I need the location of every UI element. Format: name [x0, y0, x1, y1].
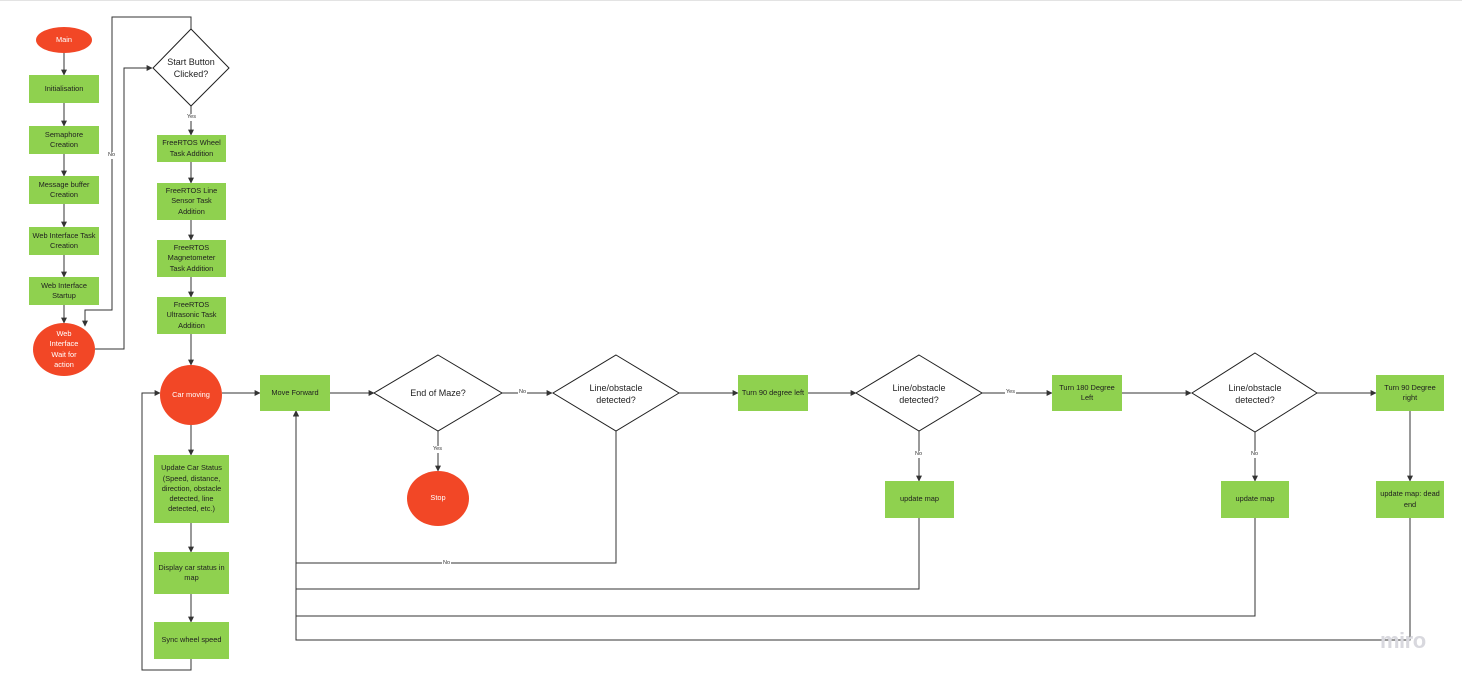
process-message-buffer[interactable]: Message buffer Creation	[29, 176, 99, 204]
process-web-task-creation[interactable]: Web Interface Task Creation	[29, 227, 99, 255]
process-sync-wheel[interactable]: Sync wheel speed	[154, 622, 229, 659]
edge-webwait-start	[95, 65, 153, 350]
process-update-map-1[interactable]: update map	[885, 481, 954, 518]
process-move-forward[interactable]: Move Forward	[260, 375, 330, 411]
decision-det3-shape	[1191, 352, 1318, 433]
terminal-car-moving[interactable]: Car moving	[160, 365, 222, 425]
edge-update1-back	[293, 410, 920, 590]
label-start-no: No	[107, 152, 117, 159]
terminal-web-wait[interactable]: Web Interface Wait for action	[33, 323, 95, 376]
process-magnetometer-task[interactable]: FreeRTOS Magnetometer Task Addition	[157, 240, 226, 277]
decision-detected-1[interactable]: Line/obstacle detected?	[589, 383, 643, 405]
process-display-status[interactable]: Display car status in map	[154, 552, 229, 594]
decision-det2-shape	[855, 354, 983, 432]
decision-detected-2[interactable]: Line/obstacle detected?	[892, 383, 946, 405]
decision-endmaze-shape	[373, 354, 503, 432]
process-web-startup[interactable]: Web Interface Startup	[29, 277, 99, 305]
process-ultrasonic-task[interactable]: FreeRTOS Ultrasonic Task Addition	[157, 297, 226, 334]
process-dead-end[interactable]: update map: dead end	[1376, 481, 1444, 518]
process-wheel-task[interactable]: FreeRTOS Wheel Task Addition	[157, 135, 226, 162]
terminal-main[interactable]: Main	[36, 27, 92, 53]
label-det1-no: No	[442, 560, 452, 567]
process-turn-left-90[interactable]: Turn 90 degree left	[738, 375, 808, 411]
process-semaphore-creation[interactable]: Semaphore Creation	[29, 126, 99, 154]
decision-detected-3[interactable]: Line/obstacle detected?	[1228, 383, 1282, 405]
label-end-no: No	[518, 389, 528, 396]
terminal-stop[interactable]: Stop	[407, 471, 469, 526]
process-update-car-status[interactable]: Update Car Status (Speed, distance, dire…	[154, 455, 229, 523]
decision-det1-shape	[552, 354, 680, 432]
miro-watermark: miro	[1380, 628, 1426, 653]
process-turn-right-90[interactable]: Turn 90 Degree right	[1376, 375, 1444, 411]
process-initialisation[interactable]: Initialisation	[29, 75, 99, 103]
top-border	[0, 0, 1462, 1]
label-det3-no: No	[1250, 451, 1260, 458]
process-update-map-2[interactable]: update map	[1221, 481, 1289, 518]
edge-sync-carmoving	[141, 390, 192, 671]
label-end-yes: Yes	[432, 446, 443, 453]
label-det2-yes: Yes	[1005, 389, 1016, 396]
edge-deadend-back	[293, 410, 1411, 641]
label-det2-no: No	[914, 451, 924, 458]
process-turn-180-left[interactable]: Turn 180 Degree Left	[1052, 375, 1122, 411]
decision-end-of-maze[interactable]: End of Maze?	[410, 388, 466, 398]
edge-start-no	[82, 16, 192, 327]
decision-start-shape	[152, 28, 230, 107]
decision-start-button[interactable]: Start Button Clicked?	[167, 57, 215, 79]
process-line-sensor-task[interactable]: FreeRTOS Line Sensor Task Addition	[157, 183, 226, 220]
label-start-yes: Yes	[186, 114, 197, 121]
